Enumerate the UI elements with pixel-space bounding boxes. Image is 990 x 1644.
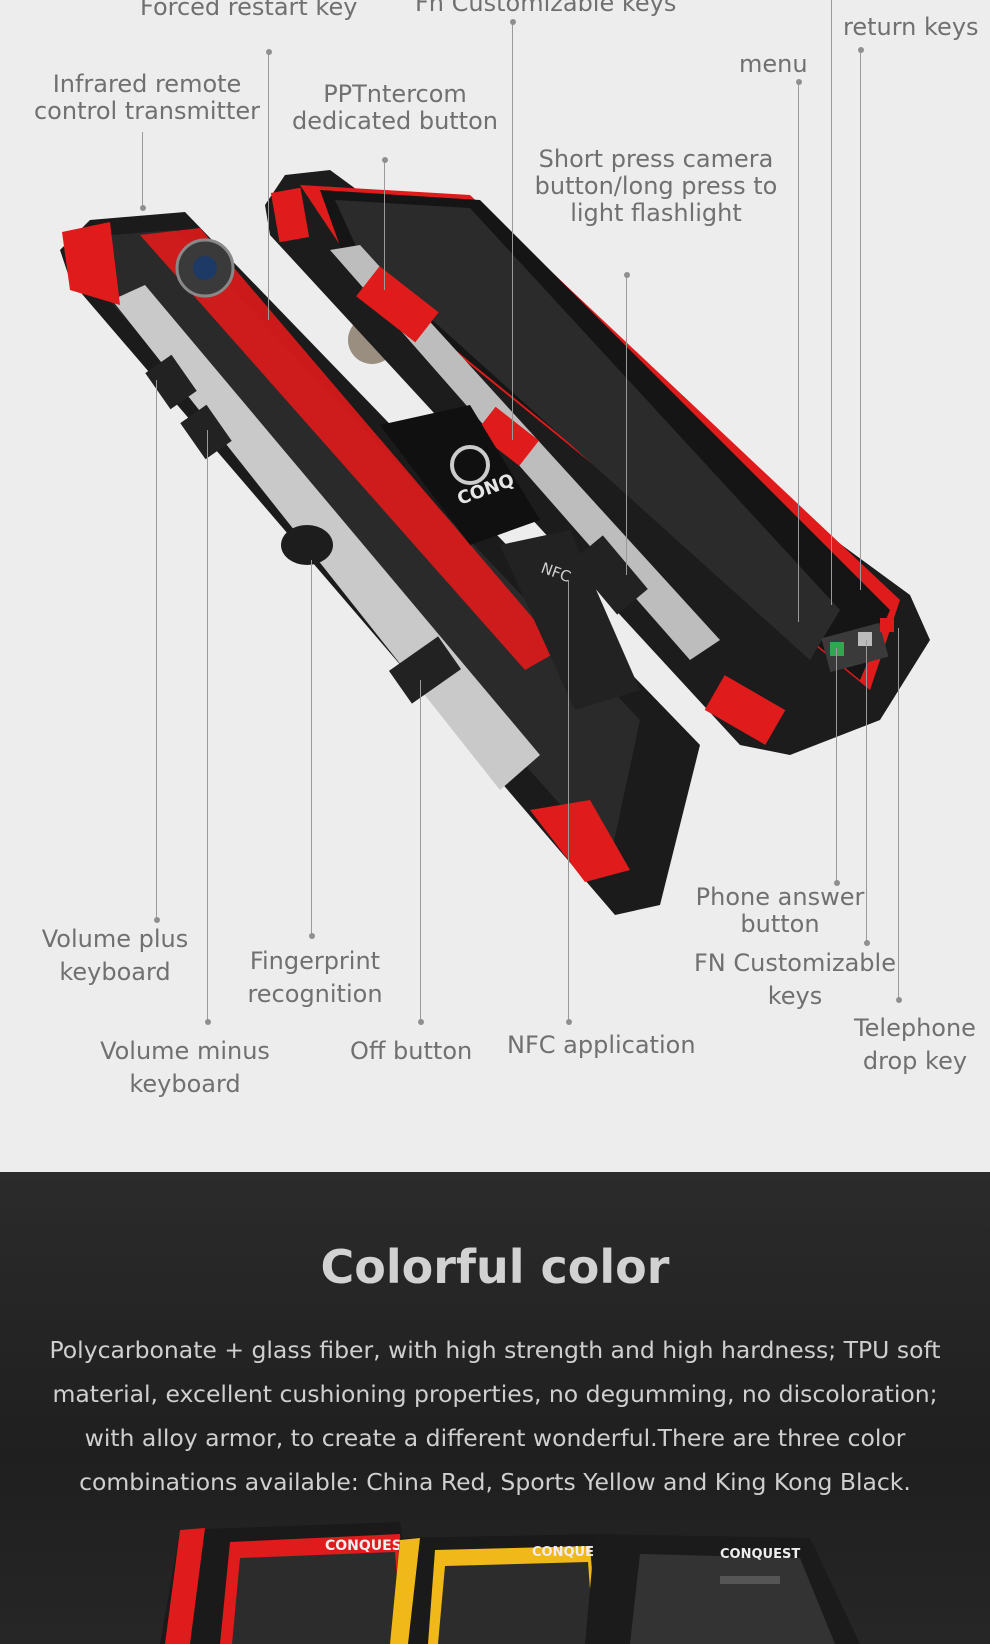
leader-return bbox=[860, 50, 861, 590]
leader-nfc bbox=[568, 580, 569, 1022]
label-nfc-application: NFC application bbox=[507, 1031, 696, 1059]
label-forced-restart: Forced restart key bbox=[140, 0, 358, 21]
phone-illustration: CONQ NFC bbox=[60, 170, 930, 915]
phone-yellow-brand: CONQUES bbox=[532, 1545, 603, 1560]
section-description: Polycarbonate + glass fiber, with high s… bbox=[49, 1336, 941, 1496]
section-title: Colorful color bbox=[320, 1240, 670, 1294]
label-fingerprint: Fingerprint recognition bbox=[247, 947, 383, 1008]
leader-forced-restart bbox=[268, 52, 269, 320]
label-off-button: Off button bbox=[350, 1037, 473, 1065]
leader-fn-top bbox=[512, 22, 513, 440]
leader-off-button bbox=[420, 680, 421, 1022]
leader-dot bbox=[858, 47, 864, 53]
leader-fn-bottom bbox=[866, 640, 867, 943]
leader-phone-answer bbox=[836, 648, 837, 883]
leader-ppt bbox=[384, 160, 385, 290]
phone-king-kong-black: CONQUEST bbox=[585, 1534, 860, 1644]
leader-dot bbox=[510, 19, 516, 25]
label-camera-button: Short press camera button/long press to … bbox=[534, 145, 778, 227]
feature-diagram-section: CONQ NFC Forced restart key Fn Customiza… bbox=[33, 0, 979, 1098]
phone-china-red: CONQUES bbox=[160, 1522, 420, 1644]
leader-dot bbox=[418, 1019, 424, 1025]
leader-dot bbox=[834, 880, 840, 886]
label-volume-plus: Volume plus keyboard bbox=[41, 925, 189, 986]
label-return-keys: return keys bbox=[843, 13, 979, 41]
label-fn-customizable-top: Fn Customizable keys bbox=[415, 0, 677, 17]
leader-dot bbox=[140, 205, 146, 211]
leader-fingerprint bbox=[311, 560, 312, 936]
phone-black-brand: CONQUEST bbox=[720, 1547, 800, 1562]
leader-dot bbox=[154, 917, 160, 923]
color-variants-illustration: CONQUES CONQUES CONQUEST bbox=[160, 1522, 860, 1644]
leader-top-right bbox=[831, 0, 832, 605]
leader-dot bbox=[266, 49, 272, 55]
label-ppt-intercom: PPTntercom dedicated button bbox=[291, 80, 498, 135]
leader-dot bbox=[205, 1019, 211, 1025]
label-fn-customizable-bottom: FN Customizable keys bbox=[694, 949, 896, 1010]
label-volume-minus: Volume minus keyboard bbox=[100, 1037, 270, 1098]
leader-dot bbox=[896, 997, 902, 1003]
leader-dot bbox=[566, 1019, 572, 1025]
phone-sports-yellow: CONQUES bbox=[390, 1534, 610, 1644]
leader-menu bbox=[798, 82, 799, 622]
leader-dot bbox=[864, 940, 870, 946]
leader-dot bbox=[796, 79, 802, 85]
leader-infrared bbox=[142, 132, 143, 208]
front-phone: CONQ NFC bbox=[265, 170, 930, 755]
label-infrared: Infrared remote control transmitter bbox=[33, 70, 261, 125]
leader-dot bbox=[309, 933, 315, 939]
leader-telephone-drop bbox=[898, 628, 899, 1000]
leader-camera bbox=[626, 275, 627, 575]
label-menu: menu bbox=[739, 50, 808, 78]
label-phone-answer: Phone answer button bbox=[695, 883, 865, 938]
phone-red-brand: CONQUES bbox=[325, 1538, 402, 1554]
leader-dot bbox=[382, 157, 388, 163]
rear-phone bbox=[60, 212, 700, 915]
leader-volume-minus bbox=[207, 430, 208, 1022]
label-telephone-drop: Telephone drop key bbox=[854, 1014, 976, 1075]
leader-dot bbox=[624, 272, 630, 278]
leader-volume-plus bbox=[156, 380, 157, 920]
